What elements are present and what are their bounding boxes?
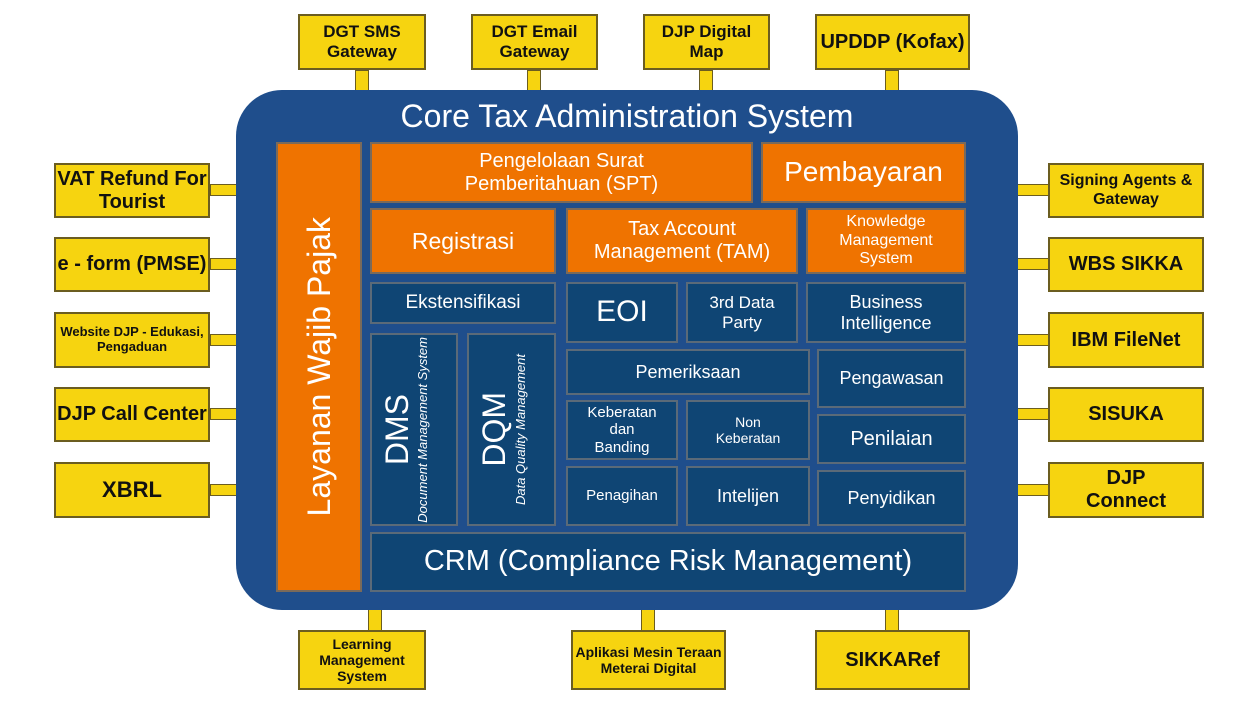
- ext-signing-agents: Signing Agents & Gateway: [1048, 163, 1204, 218]
- ext-dgt-sms-gateway: DGT SMS Gateway: [298, 14, 426, 70]
- ext-website-djp: Website DJP - Edukasi, Pengaduan: [54, 312, 210, 368]
- core-title: Core Tax Administration System: [400, 98, 854, 134]
- ext-djp-call-center: DJP Call Center: [54, 387, 210, 442]
- connector: [1016, 334, 1050, 346]
- dqm-label: DQM: [476, 392, 513, 467]
- connector: [1016, 484, 1050, 496]
- connector: [210, 258, 238, 270]
- connector: [527, 70, 541, 92]
- module-penagihan: Penagihan: [566, 466, 678, 526]
- ext-djp-connect: DJP Connect: [1048, 462, 1204, 518]
- module-eoi: EOI: [566, 282, 678, 343]
- module-dqm: DQM Data Quality Management: [467, 333, 556, 526]
- connector: [355, 70, 369, 92]
- module-3rd-data-party: 3rd Data Party: [686, 282, 798, 343]
- module-pengawasan: Pengawasan: [817, 349, 966, 408]
- module-penilaian: Penilaian: [817, 414, 966, 464]
- ext-ibm-filenet: IBM FileNet: [1048, 312, 1204, 368]
- ext-djp-digital-map: DJP Digital Map: [643, 14, 770, 70]
- connector: [210, 184, 238, 196]
- connector: [885, 70, 899, 92]
- module-tam: Tax Account Management (TAM): [566, 208, 798, 274]
- dqm-sublabel: Data Quality Management: [512, 353, 528, 506]
- dms-label: DMS: [378, 393, 415, 466]
- module-non-keberatan: Non Keberatan: [686, 400, 810, 460]
- ext-vat-refund: VAT Refund For Tourist: [54, 163, 210, 218]
- ext-sisuka: SISUKA: [1048, 387, 1204, 442]
- ext-dgt-email-gateway: DGT Email Gateway: [471, 14, 598, 70]
- module-layanan-wajib-pajak: Layanan Wajib Pajak: [276, 142, 362, 592]
- module-spt: Pengelolaan Surat Pemberitahuan (SPT): [370, 142, 753, 203]
- module-ekstensifikasi: Ekstensifikasi: [370, 282, 556, 324]
- connector: [1016, 408, 1050, 420]
- ext-meterai-digital: Aplikasi Mesin Teraan Meterai Digital: [571, 630, 726, 690]
- ext-lms: Learning Management System: [298, 630, 426, 690]
- module-intelijen: Intelijen: [686, 466, 810, 526]
- connector: [368, 608, 382, 632]
- connector: [1016, 184, 1050, 196]
- module-crm: CRM (Compliance Risk Management): [370, 532, 966, 592]
- connector: [699, 70, 713, 92]
- ext-e-form: e - form (PMSE): [54, 237, 210, 292]
- layanan-label: Layanan Wajib Pajak: [300, 217, 337, 517]
- connector: [210, 484, 238, 496]
- connector: [210, 408, 238, 420]
- module-keberatan-banding: Keberatan dan Banding: [566, 400, 678, 460]
- ext-xbrl: XBRL: [54, 462, 210, 518]
- connector: [885, 608, 899, 632]
- module-pembayaran: Pembayaran: [761, 142, 966, 203]
- ext-wbs-sikka: WBS SIKKA: [1048, 237, 1204, 292]
- module-registrasi: Registrasi: [370, 208, 556, 274]
- ext-upddp-kofax: UPDDP (Kofax): [815, 14, 970, 70]
- dms-sublabel: Document Management System: [415, 336, 431, 523]
- module-kms: Knowledge Management System: [806, 208, 966, 274]
- module-penyidikan: Penyidikan: [817, 470, 966, 526]
- ext-sikkaref: SIKKARef: [815, 630, 970, 690]
- module-dms: DMS Document Management System: [370, 333, 458, 526]
- connector: [641, 608, 655, 632]
- connector: [210, 334, 238, 346]
- module-business-intelligence: Business Intelligence: [806, 282, 966, 343]
- connector: [1016, 258, 1050, 270]
- module-pemeriksaan: Pemeriksaan: [566, 349, 810, 395]
